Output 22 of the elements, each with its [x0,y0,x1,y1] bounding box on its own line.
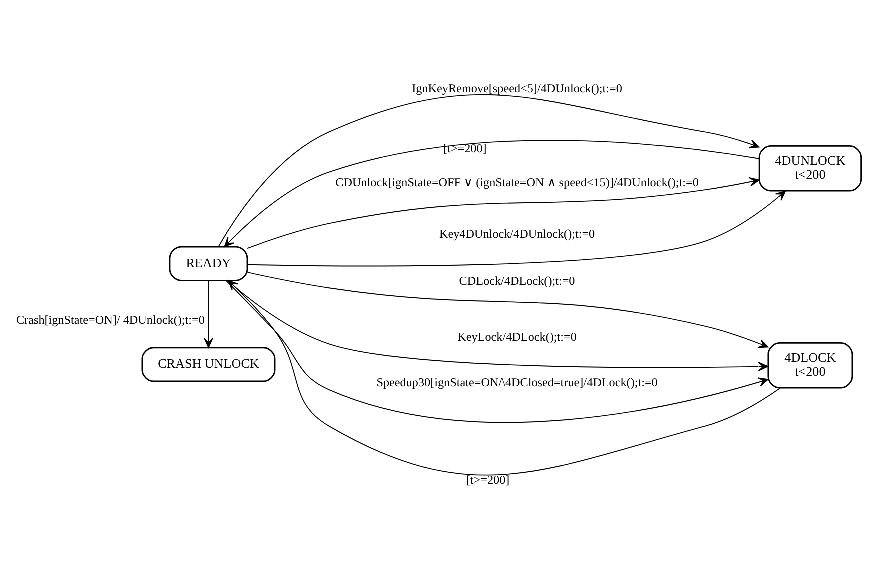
edge-label: Key4DUnlock/4DUnlock();t:=0 [439,227,596,242]
arrow [247,190,786,267]
edge-label: Speedup30[ignState=ON/\4DClosed=true]/4DLock();t:=0 [376,376,658,390]
edge-label: KeyLock/4DLock();t:=0 [458,330,577,344]
node-box: CRASH UNLOCK [142,347,276,382]
arrow [228,280,781,476]
arrow [226,280,769,423]
edge-label: [t>=200] [466,472,510,487]
node-box: READY [169,246,248,282]
node-box: 4DUNLOCK t<200 [758,146,862,192]
edge-label: [t>=200] [444,141,487,156]
arrow [218,94,760,248]
edge-label: CDUnlock[ignState=OFF ∨ (ignState=ON ∧ speed<15)]/4DUnlock();t:=0 [336,176,699,190]
edge-label: IgnKeyRemove[speed<5]/4DUnlock();t:=0 [412,81,622,96]
arrow [204,280,214,348]
node-box: 4DLOCK t<200 [768,342,854,389]
edge-label: Crash[ignState=ON]/ 4DUnlock();t:=0 [16,312,205,327]
arrow [247,177,760,250]
edge-label: CDLock/4DLock();t:=0 [459,274,576,288]
arrow [227,280,769,372]
arrow [224,140,760,248]
arrow [247,272,769,348]
